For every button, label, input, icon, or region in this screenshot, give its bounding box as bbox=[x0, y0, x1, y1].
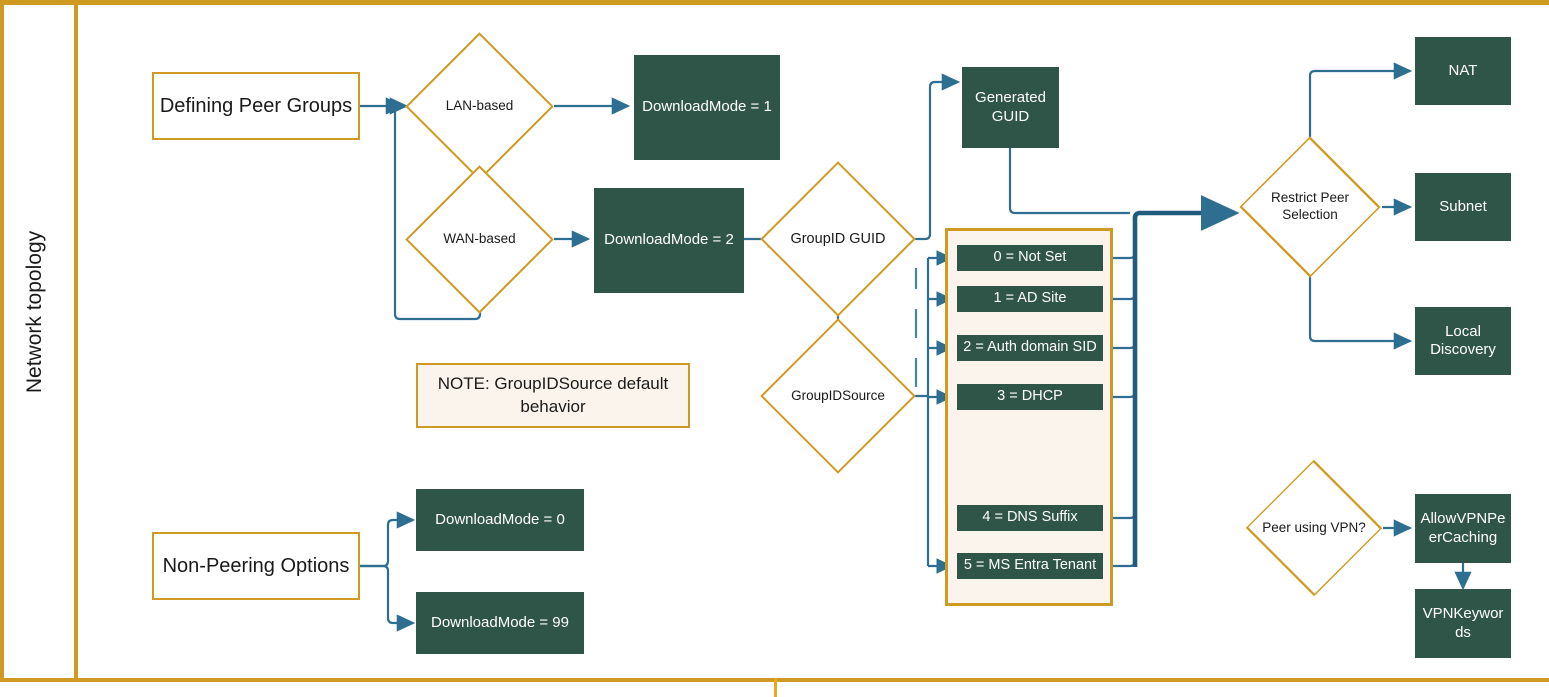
downloadmode-99-box[interactable]: DownloadMode = 99 bbox=[416, 592, 584, 654]
groupidsource-item-1[interactable]: 1 = AD Site bbox=[957, 286, 1103, 312]
downloadmode-1-box[interactable]: DownloadMode = 1 bbox=[634, 55, 780, 160]
groupidsource-diamond-label: GroupIDSource bbox=[791, 387, 885, 403]
non-peering-options-box[interactable]: Non-Peering Options bbox=[152, 532, 360, 600]
restrict-peer-option-subnet[interactable]: Subnet bbox=[1415, 173, 1511, 241]
groupidsource-item-2[interactable]: 2 = Auth domain SID bbox=[957, 335, 1103, 361]
groupid-guid-diamond-label: GroupID GUID bbox=[790, 230, 886, 247]
wan-based-diamond-label: WAN-based bbox=[443, 231, 516, 247]
defining-peer-groups-box[interactable]: Defining Peer Groups bbox=[152, 72, 360, 140]
groupid-guid-diamond[interactable]: GroupID GUID bbox=[760, 161, 916, 317]
frame-left-border bbox=[0, 0, 4, 682]
groupidsource-item-0[interactable]: 0 = Not Set bbox=[957, 245, 1103, 271]
frame-top-border bbox=[0, 0, 1549, 5]
frame-column-divider bbox=[74, 0, 78, 682]
wan-based-diamond[interactable]: WAN-based bbox=[405, 165, 554, 314]
groupidsource-panel bbox=[945, 228, 1113, 606]
vpn-keywords-box[interactable]: VPNKeywor ds bbox=[1415, 589, 1511, 658]
allow-vpn-peer-caching-box[interactable]: AllowVPNPe erCaching bbox=[1415, 494, 1511, 563]
note-box: NOTE: GroupIDSource default behavior bbox=[416, 363, 690, 428]
lan-based-diamond[interactable]: LAN-based bbox=[405, 32, 554, 181]
groupidsource-item-5[interactable]: 5 = MS Entra Tenant bbox=[957, 553, 1103, 579]
frame-bottom-tick bbox=[774, 678, 777, 697]
restrict-peer-option-nat[interactable]: NAT bbox=[1415, 37, 1511, 105]
peer-using-vpn-diamond[interactable]: Peer using VPN? bbox=[1245, 459, 1383, 597]
lan-based-diamond-label: LAN-based bbox=[445, 98, 514, 114]
groupidsource-diamond[interactable]: GroupIDSource bbox=[760, 318, 916, 474]
page-title-vertical: Network topology bbox=[23, 230, 46, 394]
groupidsource-item-3[interactable]: 3 = DHCP bbox=[957, 384, 1103, 410]
restrict-peer-selection-label: Restrict Peer Selection bbox=[1270, 190, 1350, 222]
restrict-peer-option-local-discovery[interactable]: Local Discovery bbox=[1415, 307, 1511, 375]
peer-using-vpn-label: Peer using VPN? bbox=[1262, 519, 1366, 535]
restrict-peer-selection-diamond[interactable]: Restrict Peer Selection bbox=[1239, 136, 1381, 278]
groupidsource-item-4[interactable]: 4 = DNS Suffix bbox=[957, 505, 1103, 531]
downloadmode-0-box[interactable]: DownloadMode = 0 bbox=[416, 489, 584, 551]
downloadmode-2-box[interactable]: DownloadMode = 2 bbox=[594, 188, 744, 293]
generated-guid-box[interactable]: Generated GUID bbox=[962, 67, 1059, 148]
